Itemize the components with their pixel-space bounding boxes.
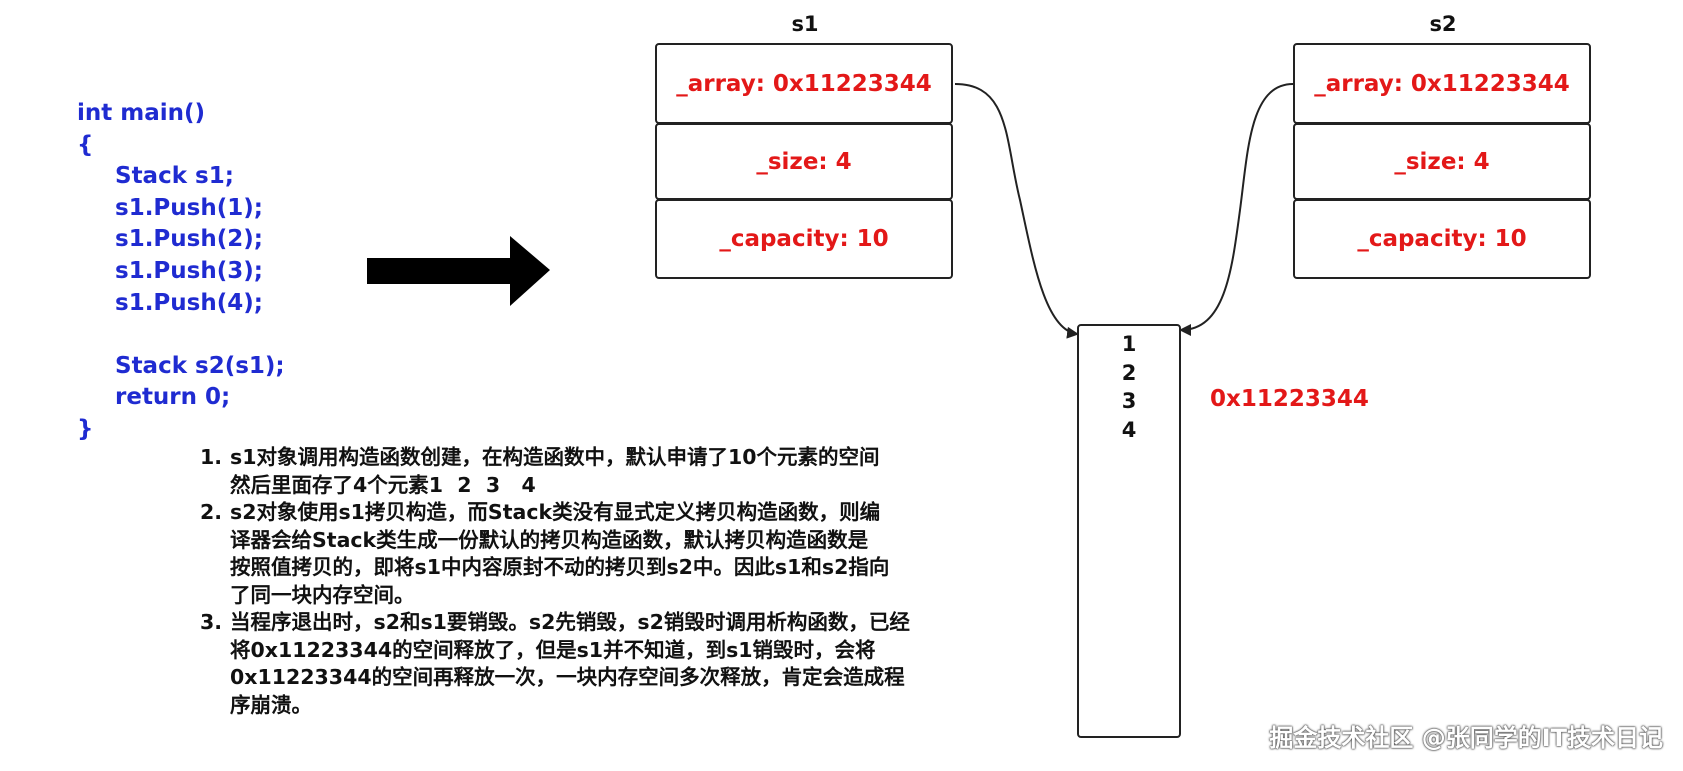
code-line: s1.Push(3);	[115, 257, 263, 284]
s2-label: s2	[1429, 12, 1457, 36]
code-block: int main() { Stack s1; s1.Push(1); s1.Pu…	[77, 98, 285, 446]
code-line: s1.Push(1);	[115, 194, 263, 221]
memory-value: 3	[1121, 389, 1137, 413]
list-item: 2. s2对象使用s1拷贝构造，而Stack类没有显式定义拷贝构造函数，则编 译…	[200, 499, 1020, 609]
list-item: 3. 当程序退出时，s2和s1要销毁。s2先销毁，s2销毁时调用析构函数，已经 …	[200, 609, 1020, 719]
watermark: 掘金技术社区 @张同学的IT技术日记	[1269, 724, 1663, 752]
s2-pointer-arrow	[1179, 83, 1294, 336]
memory-value: 2	[1121, 360, 1137, 385]
note-line: 0x11223344的空间再释放一次，一块内存空间多次释放，肯定会造成程	[230, 665, 905, 689]
s1-label: s1	[791, 12, 819, 36]
note-line: 译器会给Stack类生成一份默认的拷贝构造函数，默认拷贝构造函数是	[230, 527, 869, 552]
s2-capacity-field: _capacity: 10	[1293, 199, 1591, 279]
code-line: int main()	[77, 100, 206, 126]
big-right-arrow-icon	[367, 236, 550, 306]
s1-array-field: _array: 0x11223344	[655, 43, 953, 124]
code-line: Stack s1;	[115, 163, 234, 190]
s2-size-field: _size: 4	[1293, 123, 1591, 200]
s1-size-field: _size: 4	[655, 123, 953, 200]
code-line: s1.Push(4);	[115, 289, 263, 316]
heap-memory-block: 1 2 3 4	[1077, 324, 1181, 738]
code-line: return 0;	[115, 384, 231, 411]
list-item-number: 1.	[200, 445, 223, 469]
code-line: Stack s2(s1);	[115, 352, 285, 379]
memory-value: 1	[1121, 332, 1137, 356]
note-line: 按照值拷贝的，即将s1中内容原封不动的拷贝到s2中。因此s1和s2指向	[230, 555, 890, 579]
s2-array-field: _array: 0x11223344	[1293, 43, 1591, 124]
list-item-number: 3.	[200, 610, 223, 634]
s1-pointer-arrow	[954, 83, 1079, 339]
code-line: s1.Push(2);	[115, 226, 263, 253]
memory-value: 4	[1121, 417, 1137, 442]
note-line: 序崩溃。	[230, 692, 312, 717]
list-item: 1. s1对象调用构造函数创建，在构造函数中，默认申请了10个元素的空间 然后里…	[200, 444, 1020, 499]
note-line: 当程序退出时，s2和s1要销毁。s2先销毁，s2销毁时调用析构函数，已经	[230, 610, 910, 634]
note-line: 将0x11223344的空间释放了，但是s1并不知道，到s1销毁时，会将	[230, 637, 876, 662]
note-line: 然后里面存了4个元素1 2 3 4	[230, 472, 536, 497]
code-line: }	[77, 415, 94, 442]
note-line: s2对象使用s1拷贝构造，而Stack类没有显式定义拷贝构造函数，则编	[230, 500, 881, 524]
code-line: {	[77, 131, 94, 158]
list-item-number: 2.	[200, 500, 223, 524]
memory-address: 0x11223344	[1210, 386, 1369, 412]
note-line: s1对象调用构造函数创建，在构造函数中，默认申请了10个元素的空间	[230, 445, 880, 469]
s1-capacity-field: _capacity: 10	[655, 199, 953, 279]
explanation-list: 1. s1对象调用构造函数创建，在构造函数中，默认申请了10个元素的空间 然后里…	[200, 444, 1020, 719]
note-line: 了同一块内存空间。	[230, 582, 415, 607]
